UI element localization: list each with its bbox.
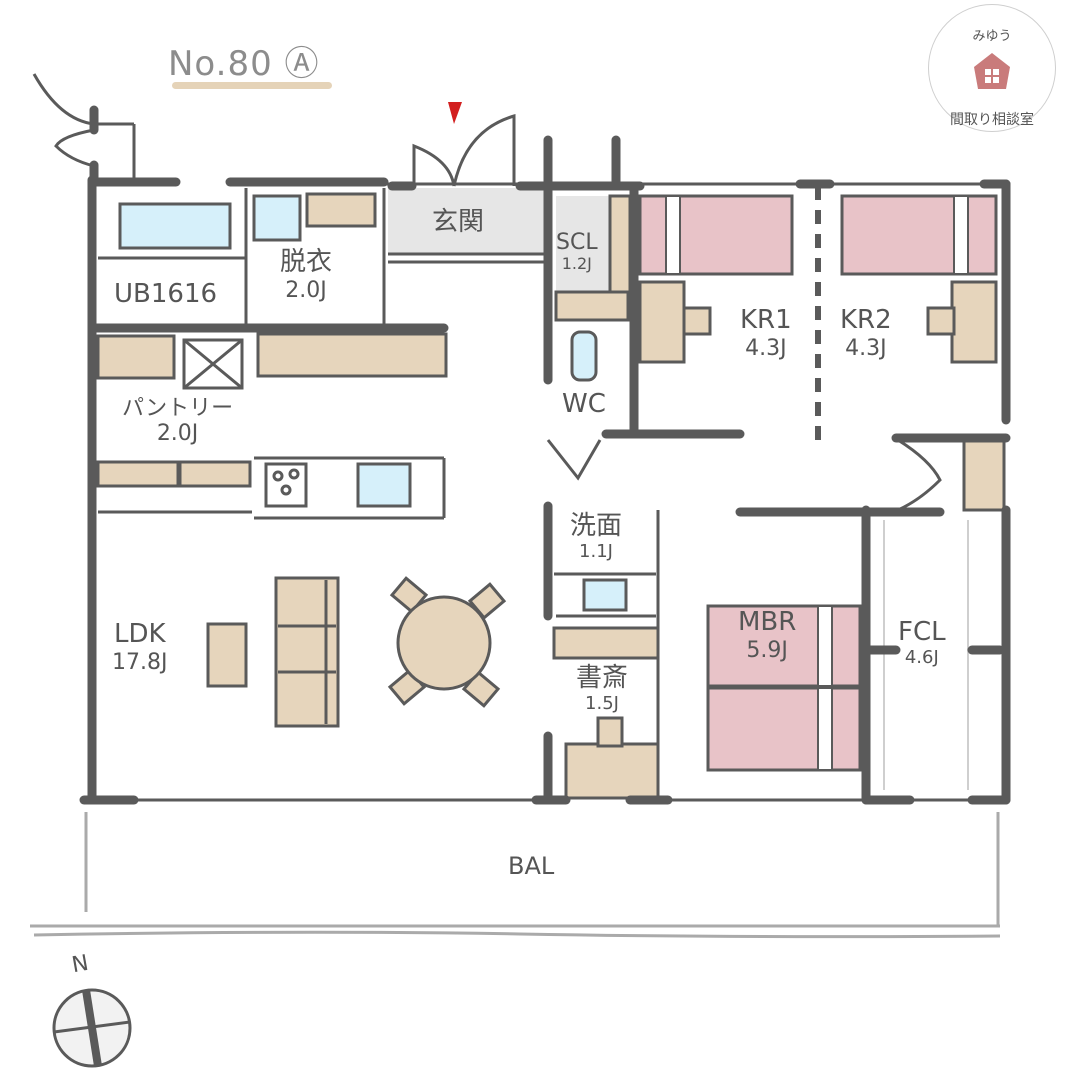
house-icon — [974, 53, 1010, 89]
mbr-bed-1 — [706, 604, 862, 688]
logo-bottom-text: 間取り相談室 — [950, 112, 1034, 128]
room-mbr: MBR 5.9J — [738, 607, 797, 663]
room-kr1: KR1 4.3J — [740, 305, 792, 361]
title-underline — [172, 82, 332, 89]
kr2-bed — [840, 194, 998, 276]
genkan-floor — [388, 188, 546, 254]
north-compass-icon — [52, 988, 132, 1068]
room-genkan: 玄関 — [432, 207, 485, 237]
room-ldk: LDK 17.8J — [112, 619, 168, 675]
room-bal: BAL — [508, 852, 555, 880]
kr1-desk — [638, 280, 686, 364]
ldk-side-table — [206, 622, 248, 688]
kr2-chair — [926, 306, 956, 336]
shosai-chair — [596, 716, 624, 748]
sofa — [274, 576, 340, 728]
shosai-desk — [564, 742, 660, 800]
kitchen-sink — [356, 462, 412, 508]
senmen-storage — [552, 626, 660, 660]
scl-shelf-side — [608, 194, 632, 294]
pantry-shelf-left — [96, 334, 176, 380]
room-datsui: 脱衣 2.0J — [280, 247, 333, 303]
room-scl: SCL 1.2J — [556, 230, 598, 274]
mbr-bed-2 — [706, 686, 862, 772]
room-kr2: KR2 4.3J — [840, 305, 892, 361]
water-fixtures — [118, 194, 628, 612]
refrigerator — [182, 338, 244, 390]
room-senmen: 洗面 1.1J — [570, 511, 623, 562]
logo-top-text: みゆう — [972, 29, 1012, 44]
scl-shelf-bottom — [554, 290, 630, 322]
pantry-lower-shelf-1 — [96, 460, 180, 488]
logo-badge: みゆう 間取り相談室 — [928, 4, 1056, 132]
hall-storage — [962, 438, 1006, 512]
room-wc: WC — [562, 389, 606, 419]
room-pantry: パントリー 2.0J — [122, 396, 234, 447]
kitchen-back-counter — [256, 332, 448, 378]
furniture — [96, 192, 1006, 800]
kr2-desk — [950, 280, 998, 364]
datsui-shelf — [305, 192, 377, 228]
kr1-bed — [638, 194, 794, 276]
balcony — [30, 812, 1001, 939]
toilet — [570, 330, 598, 382]
room-shosai: 書斎 1.5J — [576, 663, 629, 714]
room-fcl: FCL 4.6J — [898, 617, 946, 668]
door-swings — [32, 73, 942, 512]
scl-floor — [556, 196, 612, 292]
bathtub — [118, 202, 232, 250]
room-ub: UB1616 — [114, 279, 218, 309]
closet-hangers — [883, 520, 969, 790]
entrance-arrow-icon — [448, 102, 462, 124]
plan-number: No.80 Ⓐ — [168, 44, 320, 84]
cooktop — [264, 462, 308, 508]
walls — [79, 105, 1011, 805]
washer — [252, 194, 302, 242]
dining-table — [396, 595, 492, 691]
pantry-lower-shelf-2 — [178, 460, 252, 488]
kr1-chair — [682, 306, 712, 336]
vanity-sink — [582, 578, 628, 612]
